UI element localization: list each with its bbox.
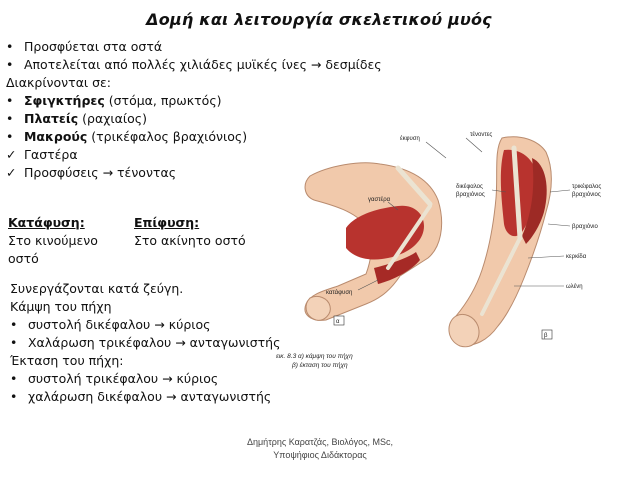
- coop-text: χαλάρωση δικέφαλου → ανταγωνιστής: [27, 389, 272, 404]
- bullet-text: (ραχιαίος): [78, 111, 147, 126]
- epifysi-text: Στο ακίνητο οστό: [134, 233, 246, 248]
- label-tenontes: τένοντες: [470, 131, 492, 138]
- check-prosfyseis: ✓ Προσφύσεις → τένοντας: [6, 164, 176, 181]
- leader-line: [527, 255, 565, 259]
- leader-line: [549, 189, 571, 193]
- bullet-long: • Μακρούς (τρικέφαλος βραχιόνιος): [6, 128, 247, 145]
- katafysi-text-2: οστό: [8, 251, 39, 266]
- bullet-dot-icon: •: [10, 335, 18, 350]
- diakrinontai-line: Διακρίνονται σε:: [6, 75, 112, 90]
- katafysi-text-1: Στο κινούμενο: [8, 233, 98, 248]
- leader-line: [425, 141, 447, 159]
- label-vraxionio: βραχιόνιο: [572, 223, 598, 230]
- leader-line: [387, 201, 399, 211]
- coop-bullet-3: • συστολή τρικέφαλου → κύριος: [10, 370, 218, 387]
- leader-line: [491, 189, 507, 193]
- check-text: Προσφύσεις → τένοντας: [23, 165, 177, 180]
- arm-b-humerus-bone: [511, 145, 523, 241]
- arm-extension-illustration: [448, 136, 552, 348]
- label-olene: ωλένη: [566, 283, 583, 290]
- coop-text: Χαλάρωση τρικέφαλου → ανταγωνιστής: [27, 335, 281, 350]
- leader-line: [465, 137, 483, 153]
- coop-line-1: Συνεργάζονται κατά ζεύγη.: [10, 281, 184, 296]
- bullet-dot-icon: •: [6, 57, 14, 72]
- label-gastera: γαστέρα: [368, 196, 391, 203]
- bullet-dot-icon: •: [10, 389, 18, 404]
- label-kerkida: κερκίδα: [566, 254, 587, 260]
- leader-line: [357, 279, 379, 291]
- label-katafysi: κατάφυση: [326, 289, 352, 296]
- arm-b-fist: [448, 313, 480, 348]
- footer-line-1: Δημήτρης Καρατζάς, Βιολόγος, MSc,: [246, 437, 394, 447]
- check-text: Γαστέρα: [23, 147, 78, 162]
- bullet-dot-icon: •: [10, 317, 18, 332]
- label-trikefalos-2: βραχιόνιος: [572, 191, 601, 198]
- arm-b-radius-bone: [480, 236, 522, 316]
- bullet-text: (τρικέφαλος βραχιόνιος): [87, 129, 248, 144]
- bullet-dot-icon: •: [6, 93, 14, 108]
- arm-a-fist: [305, 295, 331, 321]
- label-alpha: α: [336, 319, 340, 325]
- label-dikefalos-2: βραχιόνιος: [456, 191, 485, 198]
- bullet-dot-icon: •: [6, 111, 14, 126]
- leader-line: [547, 223, 571, 227]
- arm-a-forearm-bone: [386, 204, 432, 270]
- bullet-dot-icon: •: [6, 39, 14, 54]
- arm-b-triceps-muscle: [522, 158, 547, 244]
- epifysi-heading: Επίφυση:: [134, 215, 200, 230]
- bullet-sphincter: • Σφιγκτήρες (στόμα, πρωκτός): [6, 92, 222, 109]
- bullet-bold: Μακρούς: [23, 129, 88, 144]
- bullet-dot-icon: •: [10, 371, 18, 386]
- footer-line-2: Υποψήφιος Διδάκτορας: [273, 450, 367, 460]
- panel-a-box: [333, 315, 345, 326]
- coop-bullet-1: • συστολή δικέφαλου → κύριος: [10, 316, 210, 333]
- checkmark-icon: ✓: [6, 147, 17, 162]
- coop-line-2: Κάμψη του πήχη: [10, 299, 112, 314]
- coop-bullet-2: • Χαλάρωση τρικέφαλου → ανταγωνιστής: [10, 334, 280, 351]
- bullet-bold: Σφιγκτήρες: [23, 93, 105, 108]
- arm-muscles-figure: έκφυση τένοντες γαστέρα κατάφυση δικέφαλ…: [276, 131, 601, 369]
- coop-text: συστολή δικέφαλου → κύριος: [27, 317, 211, 332]
- katafysi-heading: Κατάφυση:: [8, 215, 85, 230]
- label-ekfysi: έκφυση: [400, 135, 420, 142]
- bullet-text: (στόμα, πρωκτός): [104, 93, 222, 108]
- checkmark-icon: ✓: [6, 165, 17, 180]
- arm-a-forearm-muscle: [374, 252, 420, 284]
- author-footer: Δημήτρης Καρατζάς, Βιολόγος, MSc, Υποψήφ…: [200, 436, 440, 462]
- bullet-text: Προσφύεται στα οστά: [23, 39, 163, 54]
- label-trikefalos-1: τρικέφαλος: [572, 183, 601, 190]
- page-title: Δομή και λειτουργία σκελετικού μυός: [146, 10, 492, 29]
- bullet-text: Αποτελείται από πολλές χιλιάδες μυϊκές ί…: [23, 57, 382, 72]
- panel-b-box: [541, 329, 553, 340]
- bullet-dot-icon: •: [6, 129, 14, 144]
- label-beta: β: [544, 333, 548, 339]
- bullet-flat: • Πλατείς (ραχιαίος): [6, 110, 147, 127]
- figure-caption-1: εικ. 8.3 α) κάμψη του πήχη: [276, 352, 353, 360]
- bullet-fibers: • Αποτελείται από πολλές χιλιάδες μυϊκές…: [6, 56, 382, 73]
- arm-a-bone: [395, 165, 433, 207]
- label-dikefalos-1: δικέφαλος: [456, 183, 483, 190]
- bullet-bold: Πλατείς: [23, 111, 79, 126]
- coop-text: συστολή τρικέφαλου → κύριος: [27, 371, 219, 386]
- arm-flexion-illustration: [304, 162, 443, 321]
- coop-line-5: Έκταση του πήχη:: [10, 353, 124, 368]
- figure-caption-2: β) έκταση του πήχη: [291, 361, 348, 369]
- coop-bullet-4: • χαλάρωση δικέφαλου → ανταγωνιστής: [10, 388, 271, 405]
- check-gastera: ✓ Γαστέρα: [6, 146, 78, 163]
- bullet-attach: • Προσφύεται στα οστά: [6, 38, 162, 55]
